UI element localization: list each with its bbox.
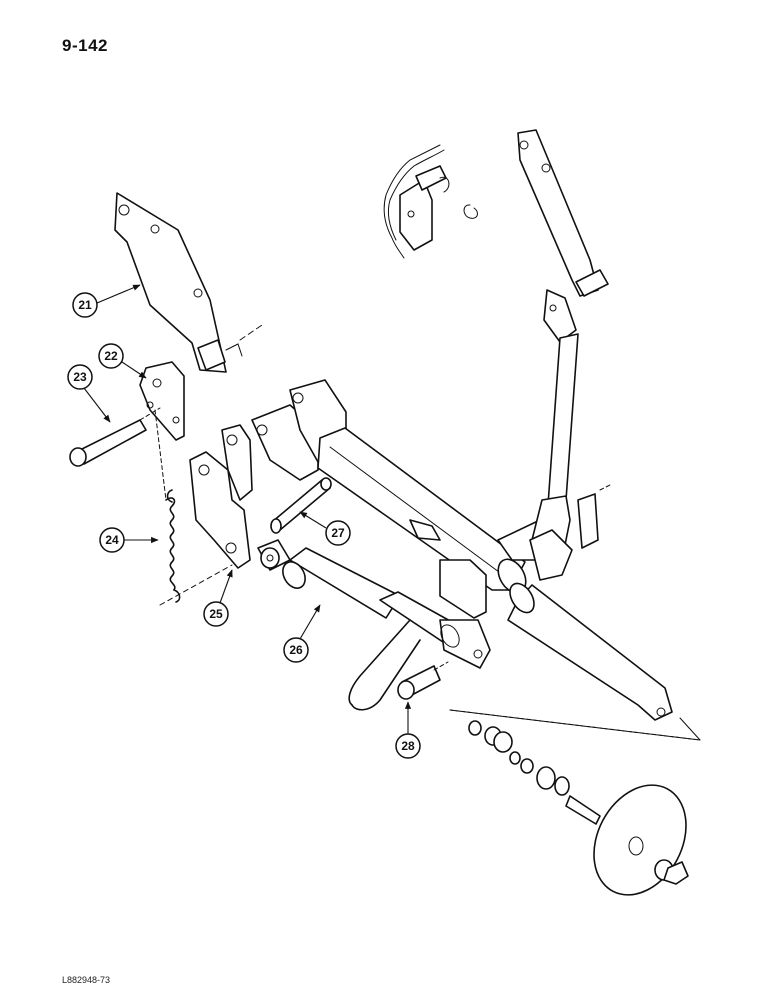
right-vertical-arm xyxy=(517,129,613,581)
callout-28: 28 xyxy=(395,701,421,759)
safety-chain xyxy=(383,144,478,259)
pivot-yoke-bracket xyxy=(189,424,253,569)
tension-spring xyxy=(154,409,233,606)
callout-label-25: 25 xyxy=(209,607,223,621)
callout-26: 26 xyxy=(283,604,321,663)
callout-22: 22 xyxy=(98,343,147,379)
callout-label-28: 28 xyxy=(401,739,415,753)
callout-27: 27 xyxy=(299,511,351,546)
callout-23: 23 xyxy=(67,364,111,423)
spring-anchor-bracket xyxy=(139,361,185,441)
callout-label-24: 24 xyxy=(105,533,119,547)
callout-label-26: 26 xyxy=(289,643,303,657)
clevis-pin xyxy=(69,407,161,467)
callout-label-21: 21 xyxy=(78,298,92,312)
callout-label-27: 27 xyxy=(331,526,345,540)
figure-id: L882948-73 xyxy=(62,975,111,985)
cylinder-pin xyxy=(270,477,332,534)
hydraulic-cylinder xyxy=(257,539,491,669)
callout-21: 21 xyxy=(72,284,141,318)
hitch-pin xyxy=(348,619,449,711)
disc-assembly xyxy=(449,709,701,896)
callout-label-22: 22 xyxy=(104,349,118,363)
callout-25: 25 xyxy=(203,569,233,627)
callout-label-23: 23 xyxy=(73,370,87,384)
callout-24: 24 xyxy=(99,527,159,553)
cross-tube xyxy=(497,519,673,721)
left-side-plate xyxy=(114,192,263,373)
page-number: 9-142 xyxy=(62,36,108,55)
